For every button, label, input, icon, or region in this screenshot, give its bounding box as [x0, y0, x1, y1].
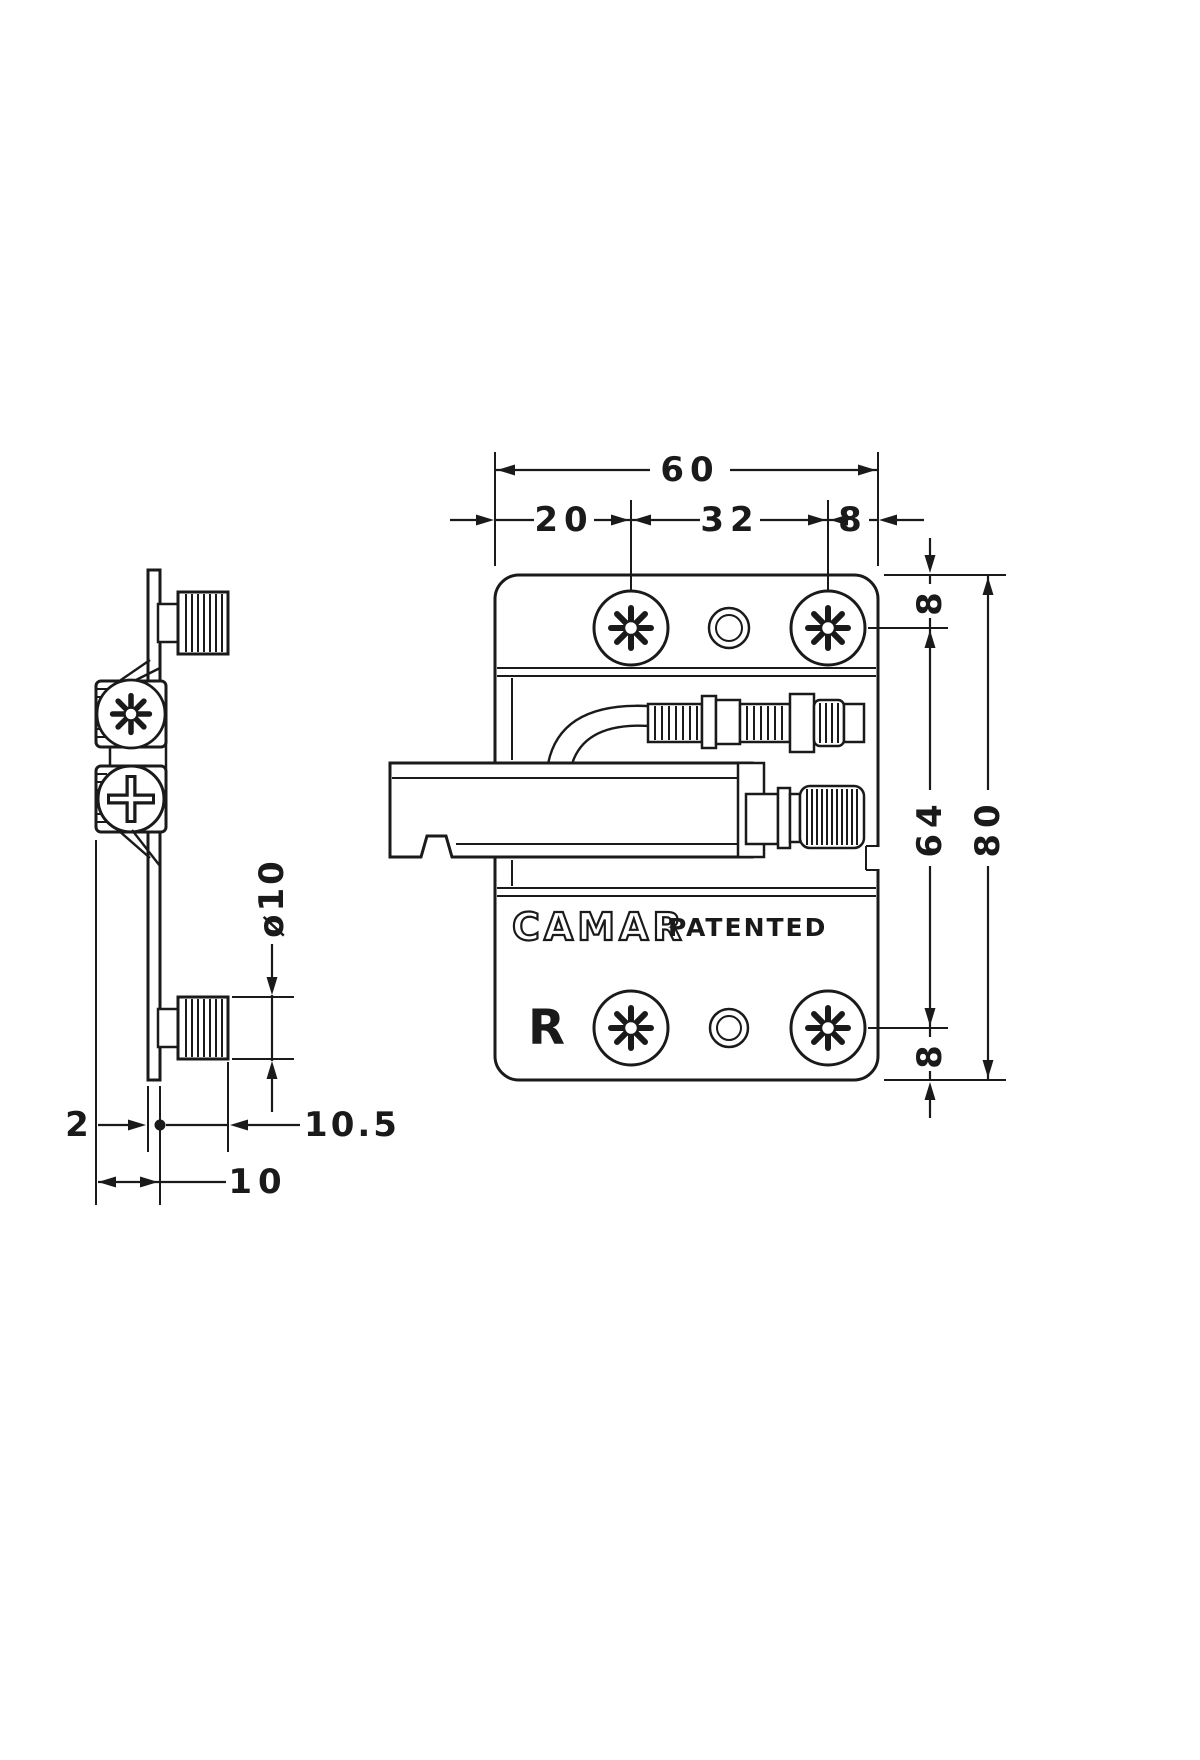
dim-height-top: 8: [910, 586, 950, 616]
plate-jog-bottom: [117, 829, 161, 867]
front-view: CAMAR PATENTED R: [388, 573, 882, 1082]
svg-text:60: 60: [660, 450, 719, 490]
dim-plate-thickness: 2: [65, 1105, 95, 1145]
dim-dowel-diameter: ø10: [252, 858, 292, 1112]
lever-spring: [546, 704, 651, 765]
fixing-screw-top-right-icon: [791, 591, 865, 665]
dim-thickness-and-dowel-length: 2 10.5: [65, 1105, 400, 1145]
extension-lines: [95, 452, 1006, 1205]
pilot-hole-top: [707, 606, 751, 650]
dim-height-total: 80: [968, 575, 1008, 1080]
hanging-rail: [388, 761, 754, 859]
dim-width-chain: 20 32 8: [450, 500, 924, 540]
dim-total-width: 60: [495, 450, 878, 490]
pilot-hole-bottom: [708, 1007, 750, 1049]
dimension-annotations: 60 20 32 8: [65, 450, 1008, 1205]
fixing-screw-bottom-right-icon: [791, 991, 865, 1065]
dim-height-mid: 64: [910, 798, 950, 857]
adjustment-screw-top-icon: [97, 680, 165, 748]
bottom-dowel: [156, 995, 230, 1061]
dim-mount-depth: 10: [98, 1162, 287, 1202]
dim-width-mid: 32: [700, 500, 759, 540]
side-view: [96, 568, 230, 1082]
svg-text:10: 10: [228, 1162, 287, 1202]
dim-height-bottom: 8: [910, 1039, 950, 1069]
dim-height-chain: 8 64 8: [910, 538, 950, 1118]
orientation-mark: R: [528, 1000, 565, 1056]
lower-adjuster: [736, 761, 866, 859]
fixing-screw-bottom-left-icon: [594, 991, 668, 1065]
body-section-lines: [497, 667, 876, 897]
svg-text:ø10: ø10: [252, 858, 292, 938]
dim-width-right: 8: [838, 500, 868, 540]
patented-label: PATENTED: [668, 913, 827, 942]
dim-dowel-length: 10.5: [304, 1105, 400, 1145]
adjustment-screw-bottom-icon: [98, 766, 164, 832]
upper-adjuster: [646, 692, 866, 754]
top-dowel: [156, 590, 230, 656]
dim-width-left: 20: [534, 500, 593, 540]
edge-notch: [865, 845, 882, 871]
camar-logo: CAMAR: [512, 905, 686, 949]
screw-housing: [96, 680, 166, 832]
svg-text:80: 80: [968, 798, 1008, 857]
fixing-screw-top-left-icon: [594, 591, 668, 665]
